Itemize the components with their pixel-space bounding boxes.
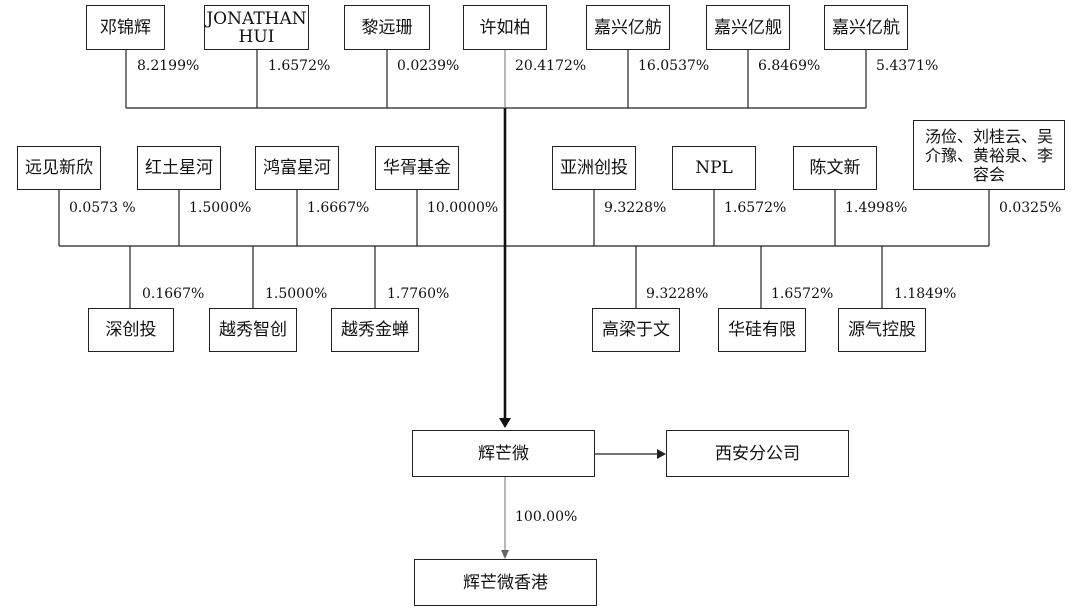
- shareholder-box: 红土星河: [137, 146, 221, 190]
- shareholder-box: 源气控股: [838, 308, 926, 352]
- shareholder-box: 汤俭、刘桂云、吴介豫、黄裕泉、李容会: [913, 120, 1065, 190]
- shareholder-box: 许如柏: [463, 5, 547, 50]
- share-percentage: 1.4998%: [845, 200, 908, 216]
- subsidiary-box: 辉芒微香港: [414, 559, 597, 606]
- subsidiary-percentage: 100.00%: [515, 509, 578, 525]
- share-percentage: 1.5000%: [189, 200, 252, 216]
- share-percentage: 1.5000%: [265, 286, 328, 302]
- share-percentage: 1.6572%: [771, 286, 834, 302]
- share-percentage: 20.4172%: [515, 58, 587, 74]
- share-percentage: 1.6667%: [307, 200, 370, 216]
- share-percentage: 6.8469%: [758, 58, 821, 74]
- share-percentage: 16.0537%: [638, 58, 710, 74]
- shareholder-box: 黎远珊: [344, 5, 430, 50]
- shareholder-box: 华胥基金: [375, 146, 459, 190]
- share-percentage: 10.0000%: [427, 200, 499, 216]
- shareholder-box: 高梁于文: [592, 308, 680, 352]
- share-percentage: 5.4371%: [876, 58, 939, 74]
- shareholder-box: 嘉兴亿舰: [706, 5, 790, 50]
- share-percentage: 1.7760%: [387, 286, 450, 302]
- branch-box: 西安分公司: [666, 430, 849, 477]
- shareholder-box: 亚洲创投: [552, 146, 636, 190]
- shareholder-box: 嘉兴亿航: [824, 5, 908, 50]
- company-box: 辉芒微: [412, 430, 595, 477]
- shareholder-box: 鸿富星河: [255, 146, 339, 190]
- share-percentage: 9.3228%: [604, 200, 667, 216]
- share-percentage: 1.6572%: [268, 58, 331, 74]
- shareholder-box: 陈文新: [793, 146, 877, 190]
- shareholder-box: JONATHAN HUI: [204, 5, 309, 50]
- shareholder-box: 嘉兴亿舫: [586, 5, 670, 50]
- shareholder-box: 华硅有限: [718, 308, 806, 352]
- shareholder-box: 远见新欣: [17, 146, 101, 190]
- share-percentage: 8.2199%: [137, 58, 200, 74]
- shareholder-box: 深创投: [88, 308, 174, 352]
- shareholder-box: 越秀智创: [209, 308, 297, 352]
- share-percentage: 1.6572%: [724, 200, 787, 216]
- shareholder-box: 邓锦辉: [86, 5, 165, 50]
- shareholder-box: NPL: [672, 146, 756, 190]
- share-percentage: 0.0573 %: [69, 200, 136, 216]
- share-percentage: 0.0325%: [999, 200, 1062, 216]
- share-percentage: 0.0239%: [397, 58, 460, 74]
- share-percentage: 0.1667%: [142, 286, 205, 302]
- share-percentage: 9.3228%: [646, 286, 709, 302]
- share-percentage: 1.1849%: [894, 286, 957, 302]
- shareholder-box: 越秀金蝉: [331, 308, 419, 352]
